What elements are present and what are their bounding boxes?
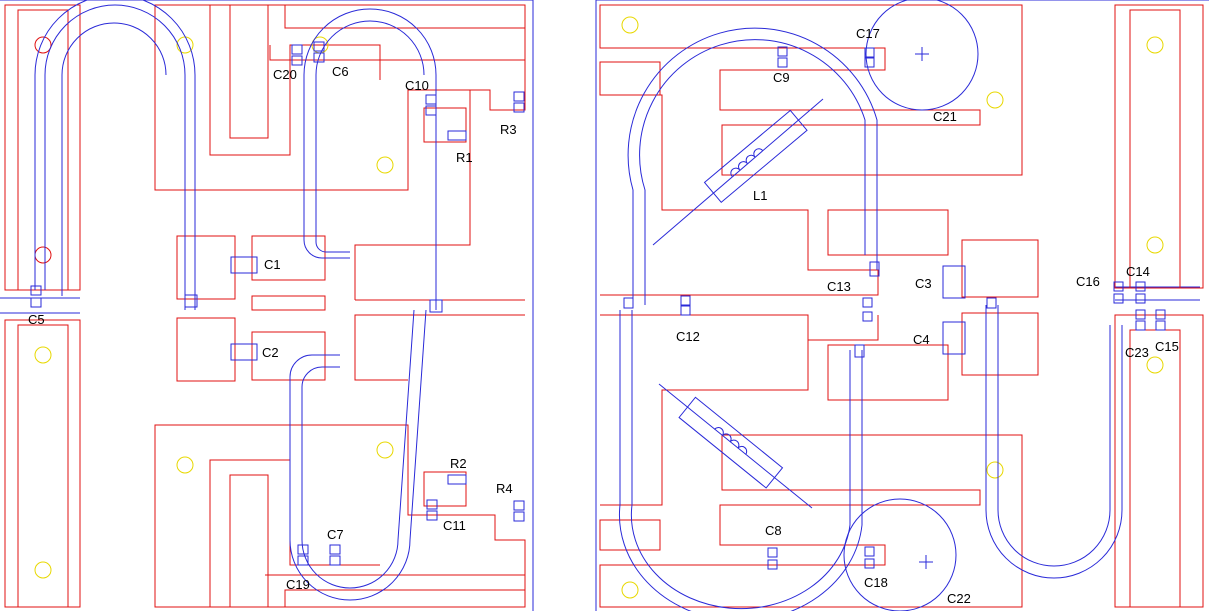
c19-pads — [297, 544, 309, 566]
c3-pads — [942, 265, 966, 299]
coax-cable-left-3 — [289, 309, 427, 601]
bottom-ground-plane — [154, 424, 526, 608]
coax-cable-right-2 — [618, 310, 863, 611]
coax-cable-right-3 — [985, 305, 1123, 579]
label-c13: C13 — [827, 279, 851, 294]
c1-pads — [230, 256, 258, 274]
label-c5: C5 — [28, 312, 45, 327]
label-c1: C1 — [264, 257, 281, 272]
right-bottom-ground-plane — [599, 434, 1023, 608]
right-board: C17 C9 C21 L1 C16 C14 C13 C3 C12 C4 C23 … — [595, 0, 1209, 611]
label-c20: C20 — [273, 67, 297, 82]
label-c22: C22 — [947, 591, 971, 606]
c17-pads — [864, 47, 875, 68]
r1-pads — [447, 130, 467, 141]
c14-pads — [1135, 281, 1146, 304]
inductor-lower — [658, 383, 813, 509]
label-c7: C7 — [327, 527, 344, 542]
label-r1: R1 — [456, 150, 473, 165]
c8-pads — [767, 547, 778, 570]
label-c10: C10 — [405, 78, 429, 93]
c4-pads — [942, 321, 966, 355]
label-c2: C2 — [262, 345, 279, 360]
c2-pads — [230, 343, 258, 361]
label-c16: C16 — [1076, 274, 1100, 289]
label-c19: C19 — [286, 577, 310, 592]
label-c8: C8 — [765, 523, 782, 538]
label-c4: C4 — [913, 332, 930, 347]
ground-strip-upper-right — [1114, 4, 1204, 289]
c21-electrolytic — [865, 0, 979, 111]
c9-pads — [777, 46, 788, 68]
c7-pads — [329, 544, 341, 566]
label-c21: C21 — [933, 109, 957, 124]
label-c17: C17 — [856, 26, 880, 41]
label-c18: C18 — [864, 575, 888, 590]
c13-pads — [862, 297, 873, 322]
label-c11: C11 — [443, 518, 466, 533]
left-board: C5 C20 C6 C10 R3 R1 C1 C2 R2 R4 C11 C7 C… — [0, 0, 534, 611]
c11-pads — [426, 499, 438, 521]
c15-pads — [1155, 309, 1166, 331]
c18-pads — [864, 546, 875, 569]
c12-pads — [680, 295, 691, 316]
c16-pads — [1113, 281, 1124, 304]
label-c6: C6 — [332, 64, 349, 79]
r4-pads — [513, 500, 525, 522]
c20-pads — [291, 44, 303, 66]
top-ground-plane — [154, 4, 526, 191]
label-c15: C15 — [1155, 339, 1179, 354]
c5-pads — [30, 285, 42, 308]
inductor-l1 — [652, 98, 824, 246]
label-c14: C14 — [1126, 264, 1150, 279]
c22-electrolytic — [843, 498, 957, 611]
c23-pads — [1135, 309, 1146, 331]
label-c9: C9 — [773, 70, 790, 85]
coax-cable-left-2 — [303, 8, 437, 310]
r3-pads — [513, 91, 525, 113]
label-r2: R2 — [450, 456, 467, 471]
c10-pads — [425, 94, 437, 116]
coax-cable-right-1 — [627, 27, 878, 305]
c6-pads — [313, 41, 325, 63]
right-top-ground-plane — [599, 4, 1023, 176]
label-c23: C23 — [1125, 345, 1149, 360]
label-r3: R3 — [500, 122, 517, 137]
label-c3: C3 — [915, 276, 932, 291]
r2-pads — [447, 474, 467, 485]
label-r4: R4 — [496, 481, 513, 496]
label-l1: L1 — [753, 188, 767, 203]
label-c12: C12 — [676, 329, 700, 344]
coax-cable-left-1 — [34, 0, 196, 310]
